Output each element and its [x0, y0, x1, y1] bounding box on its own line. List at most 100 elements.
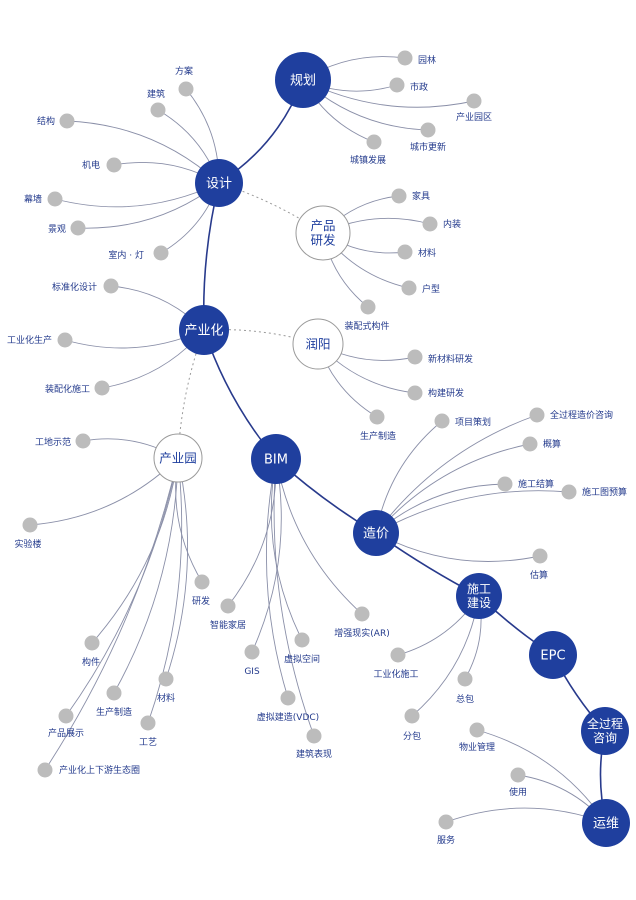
open-circle [292, 318, 344, 370]
leaf-connector [266, 458, 289, 699]
leaf-connector [275, 458, 363, 615]
leaf-dot [57, 332, 73, 348]
leaf-connector [273, 458, 315, 737]
leaf-connector [375, 414, 538, 534]
leaf-dot [422, 216, 438, 232]
leaf-node: 室内 · 灯 [108, 245, 169, 261]
hub-circle [582, 799, 630, 847]
hub-circle [529, 631, 577, 679]
leaf-label: 生产制造 [360, 430, 396, 442]
leaf-label: 机电 [82, 159, 100, 171]
hub-node-yunwei: 运维 [582, 799, 630, 847]
leaf-dot [220, 598, 236, 614]
leaf-label: 项目策划 [455, 416, 491, 428]
open-node-runyang: 润阳 [292, 318, 344, 370]
leaf-dot [469, 722, 485, 738]
leaf-label: 产业化上下游生态圈 [59, 764, 140, 776]
hub-label: 全过程咨询 [587, 716, 623, 745]
leaf-dot [407, 349, 423, 365]
leaf-node: 研发 [192, 574, 210, 607]
leaf-dot [438, 814, 454, 830]
leaf-dot [106, 157, 122, 173]
leaf-label: 城市更新 [410, 141, 446, 153]
leaf-node: 家具 [391, 188, 430, 204]
hub-circle [251, 434, 301, 484]
leaf-label: 产品展示 [48, 727, 84, 739]
leaf-label: 全过程造价咨询 [550, 409, 613, 421]
leaf-label: 装配化施工 [45, 383, 90, 395]
leaf-node: 建筑 [147, 88, 166, 118]
leaf-dot [158, 671, 174, 687]
leaf-dot [360, 299, 376, 315]
hub-circle [581, 707, 629, 755]
leaf-node: 产业园区 [456, 93, 492, 123]
nodes: 规划设计产业化BIM造价施工建设EPC全过程咨询运维产品研发润阳产业园园林市政产… [7, 50, 630, 847]
leaf-dot [390, 647, 406, 663]
leaf-label: 智能家居 [210, 619, 246, 631]
hub-circle [179, 305, 229, 355]
leaf-connector [270, 458, 303, 641]
hub-node-sheji: 设计 [195, 159, 243, 207]
leaf-node: 概算 [522, 436, 561, 452]
leaf-dot [466, 93, 482, 109]
leaf-connector [113, 457, 179, 694]
leaf-node: 使用 [509, 767, 527, 798]
leaf-label: 增强现实(AR) [334, 627, 389, 639]
leaf-dot [510, 767, 526, 783]
leaf-node: 城镇发展 [350, 134, 386, 166]
leaf-label: 工艺 [139, 737, 157, 748]
open-node-chanpin: 产品研发 [295, 205, 351, 261]
leaf-node: 机电 [82, 157, 122, 173]
leaf-label: 工地示范 [35, 436, 71, 448]
hub-label: 施工建设 [467, 582, 491, 610]
hub-node-zaojia: 造价 [353, 510, 399, 556]
leaf-dot [497, 476, 513, 492]
leaf-label: 生产制造 [96, 706, 132, 718]
leaf-node: 生产制造 [96, 685, 132, 718]
leaf-node: 幕墙 [24, 191, 63, 207]
hub-circle [195, 159, 243, 207]
leaf-label: 施工图预算 [582, 486, 627, 498]
leaf-label: 室内 · 灯 [108, 249, 144, 261]
leaf-node: 工地示范 [35, 433, 91, 449]
hub-label: 运维 [593, 817, 619, 832]
leaf-dot [532, 548, 548, 564]
leaf-node: 虚拟建造(VDC) [257, 690, 319, 723]
leaf-label: 方案 [175, 65, 193, 77]
leaf-label: 估算 [530, 569, 548, 581]
leaf-connector [44, 457, 179, 771]
hub-label: 造价 [363, 527, 389, 542]
leaf-dot [103, 278, 119, 294]
leaf-dot [140, 715, 156, 731]
leaf-node: 结构 [37, 113, 75, 129]
leaf-dot [306, 728, 322, 744]
leaf-dot [397, 244, 413, 260]
leaf-node: 生产制造 [360, 409, 396, 442]
leaf-label: 产业园区 [456, 111, 492, 123]
leaf-connector [375, 490, 570, 534]
leaf-node: 服务 [437, 814, 455, 846]
leaf-node: 城市更新 [410, 122, 446, 153]
leaf-node: 项目策划 [434, 413, 491, 429]
leaf-node: 工业化生产 [7, 332, 73, 348]
leaf-label: 建筑 [147, 88, 165, 100]
leaf-node: 方案 [175, 65, 194, 97]
leaf-label: 工业化生产 [7, 334, 52, 346]
leaf-dot [178, 81, 194, 97]
leaf-label: GIS [244, 667, 260, 677]
leaf-node: 虚拟空间 [284, 632, 320, 665]
leaf-label: 研发 [192, 595, 210, 607]
open-node-chanyeyuan: 产业园 [153, 433, 203, 483]
leaf-node: 智能家居 [210, 598, 246, 631]
leaf-label: 构件 [82, 656, 100, 668]
hub-node-epc: EPC [529, 631, 577, 679]
leaf-node: 构建研发 [407, 385, 464, 401]
leaf-dot [354, 606, 370, 622]
leaf-node: 内装 [422, 216, 461, 232]
hub-circle [275, 52, 331, 108]
leaf-label: 材料 [418, 247, 436, 259]
leaf-dot [280, 690, 296, 706]
leaf-node: 增强现实(AR) [334, 606, 390, 639]
leaf-label: 物业管理 [459, 741, 495, 753]
hub-label: 规划 [290, 74, 316, 89]
